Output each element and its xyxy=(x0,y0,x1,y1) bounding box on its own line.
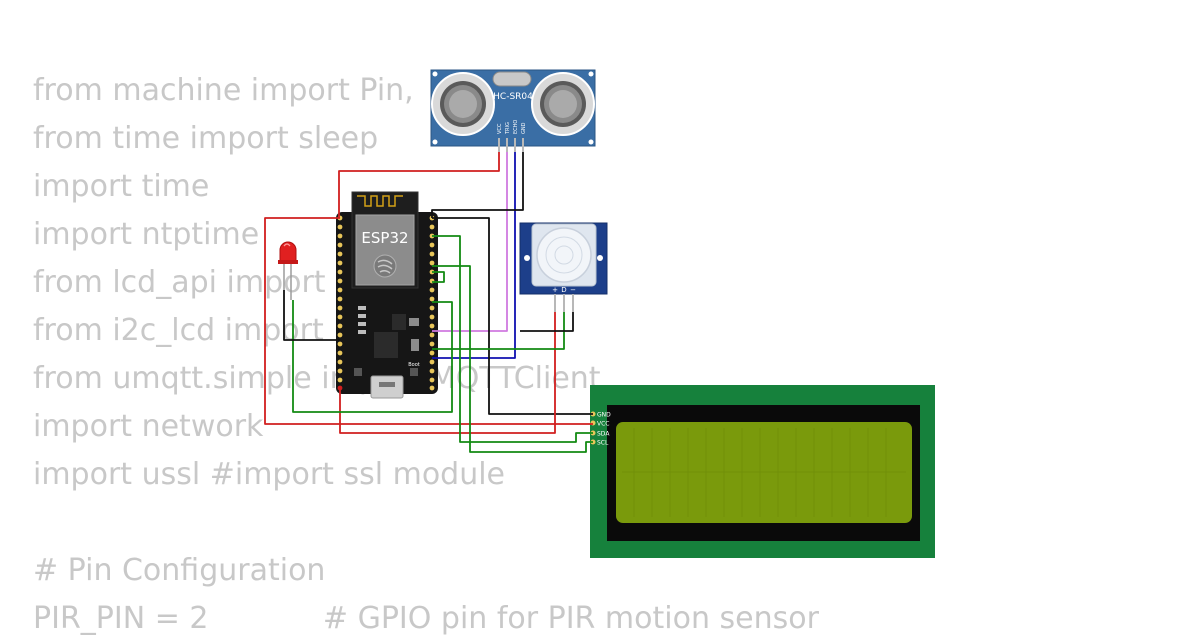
mount-hole xyxy=(524,255,530,261)
pin-label: D xyxy=(561,286,566,294)
mount-hole xyxy=(597,255,603,261)
lcd-display[interactable]: GND VCC SDA SCL xyxy=(590,385,935,558)
code-line: from time import sleep xyxy=(33,121,379,156)
ultrasonic-pin-labels: VCC TRIG ECHO GND xyxy=(497,120,527,135)
wire-led-anode[interactable] xyxy=(292,300,453,413)
wires xyxy=(264,152,593,453)
code-line: from machine import Pin, xyxy=(33,73,424,108)
code-line: import time xyxy=(33,169,210,204)
wire-ultrasonic-trig[interactable] xyxy=(432,152,508,332)
boot-button-label: Boot xyxy=(408,362,420,368)
pin-label: VCC xyxy=(497,123,503,134)
ultrasonic-pin-header xyxy=(498,138,524,152)
lcd-char-grid xyxy=(622,428,906,517)
ultrasonic-sensor[interactable]: HC-SR04 VCC TRIG ECHO GND xyxy=(430,69,596,152)
pin-label: ECHO xyxy=(513,120,519,134)
ultrasonic-label: HC-SR04 xyxy=(493,92,533,102)
pin-label: TRIG xyxy=(505,122,511,135)
wire-pir-gnd[interactable] xyxy=(520,312,574,332)
pin-label: − xyxy=(570,286,576,294)
pir-dome xyxy=(536,227,592,283)
pir-sensor[interactable]: + D − xyxy=(519,222,608,312)
pir-pin-labels: + D − xyxy=(552,286,576,294)
mount-hole xyxy=(588,71,594,77)
wire-jumper[interactable] xyxy=(432,271,445,283)
wire-ultrasonic-echo[interactable] xyxy=(432,152,516,359)
wire-pir-vcc[interactable] xyxy=(339,312,556,434)
esp32-left-pins xyxy=(337,215,343,391)
mount-hole xyxy=(588,139,594,145)
wire-led-cathode[interactable] xyxy=(283,290,340,341)
wire-ultrasonic-gnd[interactable] xyxy=(431,152,524,218)
code-line: # Pin Configuration xyxy=(33,553,326,588)
pin-label: GND xyxy=(521,122,527,134)
usb-slot xyxy=(379,382,395,387)
led-body xyxy=(279,241,297,263)
pir-pin-header xyxy=(554,294,574,312)
code-line: import ntptime xyxy=(33,217,260,252)
lcd-pin-label: SCL xyxy=(597,440,609,447)
led[interactable] xyxy=(278,241,298,300)
wire-lcd-gnd[interactable] xyxy=(432,217,593,415)
circuit-diagram: GND VCC SDA SCL HC-SR04 VCC TRIG E xyxy=(264,69,935,558)
pir-dome-ring xyxy=(545,236,583,274)
code-line: import ussl #import ssl module xyxy=(33,457,506,492)
transducer-left xyxy=(431,72,495,136)
lcd-pin-label: GND xyxy=(597,412,611,419)
lcd-pin-label: VCC xyxy=(597,421,609,428)
wire-ultrasonic-vcc[interactable] xyxy=(338,152,500,218)
led-highlight xyxy=(283,243,291,247)
lcd-pin-label: SDA xyxy=(597,431,610,438)
mount-hole xyxy=(432,71,438,77)
wire-lcd-vcc[interactable] xyxy=(264,217,593,425)
pir-dome-ring xyxy=(554,245,574,265)
espressif-logo-mark xyxy=(377,259,393,274)
wire-lcd-sda[interactable] xyxy=(432,235,593,443)
led-rim xyxy=(278,260,298,264)
crystal-oscillator xyxy=(492,71,532,87)
mount-hole xyxy=(432,139,438,145)
transducer-right xyxy=(531,72,595,136)
esp32-components xyxy=(354,306,419,376)
esp32-board[interactable]: ESP32 Boot xyxy=(336,191,438,399)
esp32-right-pins xyxy=(429,215,435,391)
pin-label: + xyxy=(552,286,558,294)
code-line: import network xyxy=(33,409,264,444)
antenna-trace xyxy=(357,195,403,207)
esp32-label: ESP32 xyxy=(361,229,408,247)
wire-lcd-scl[interactable] xyxy=(432,265,593,453)
wire-pir-data[interactable] xyxy=(432,312,565,350)
